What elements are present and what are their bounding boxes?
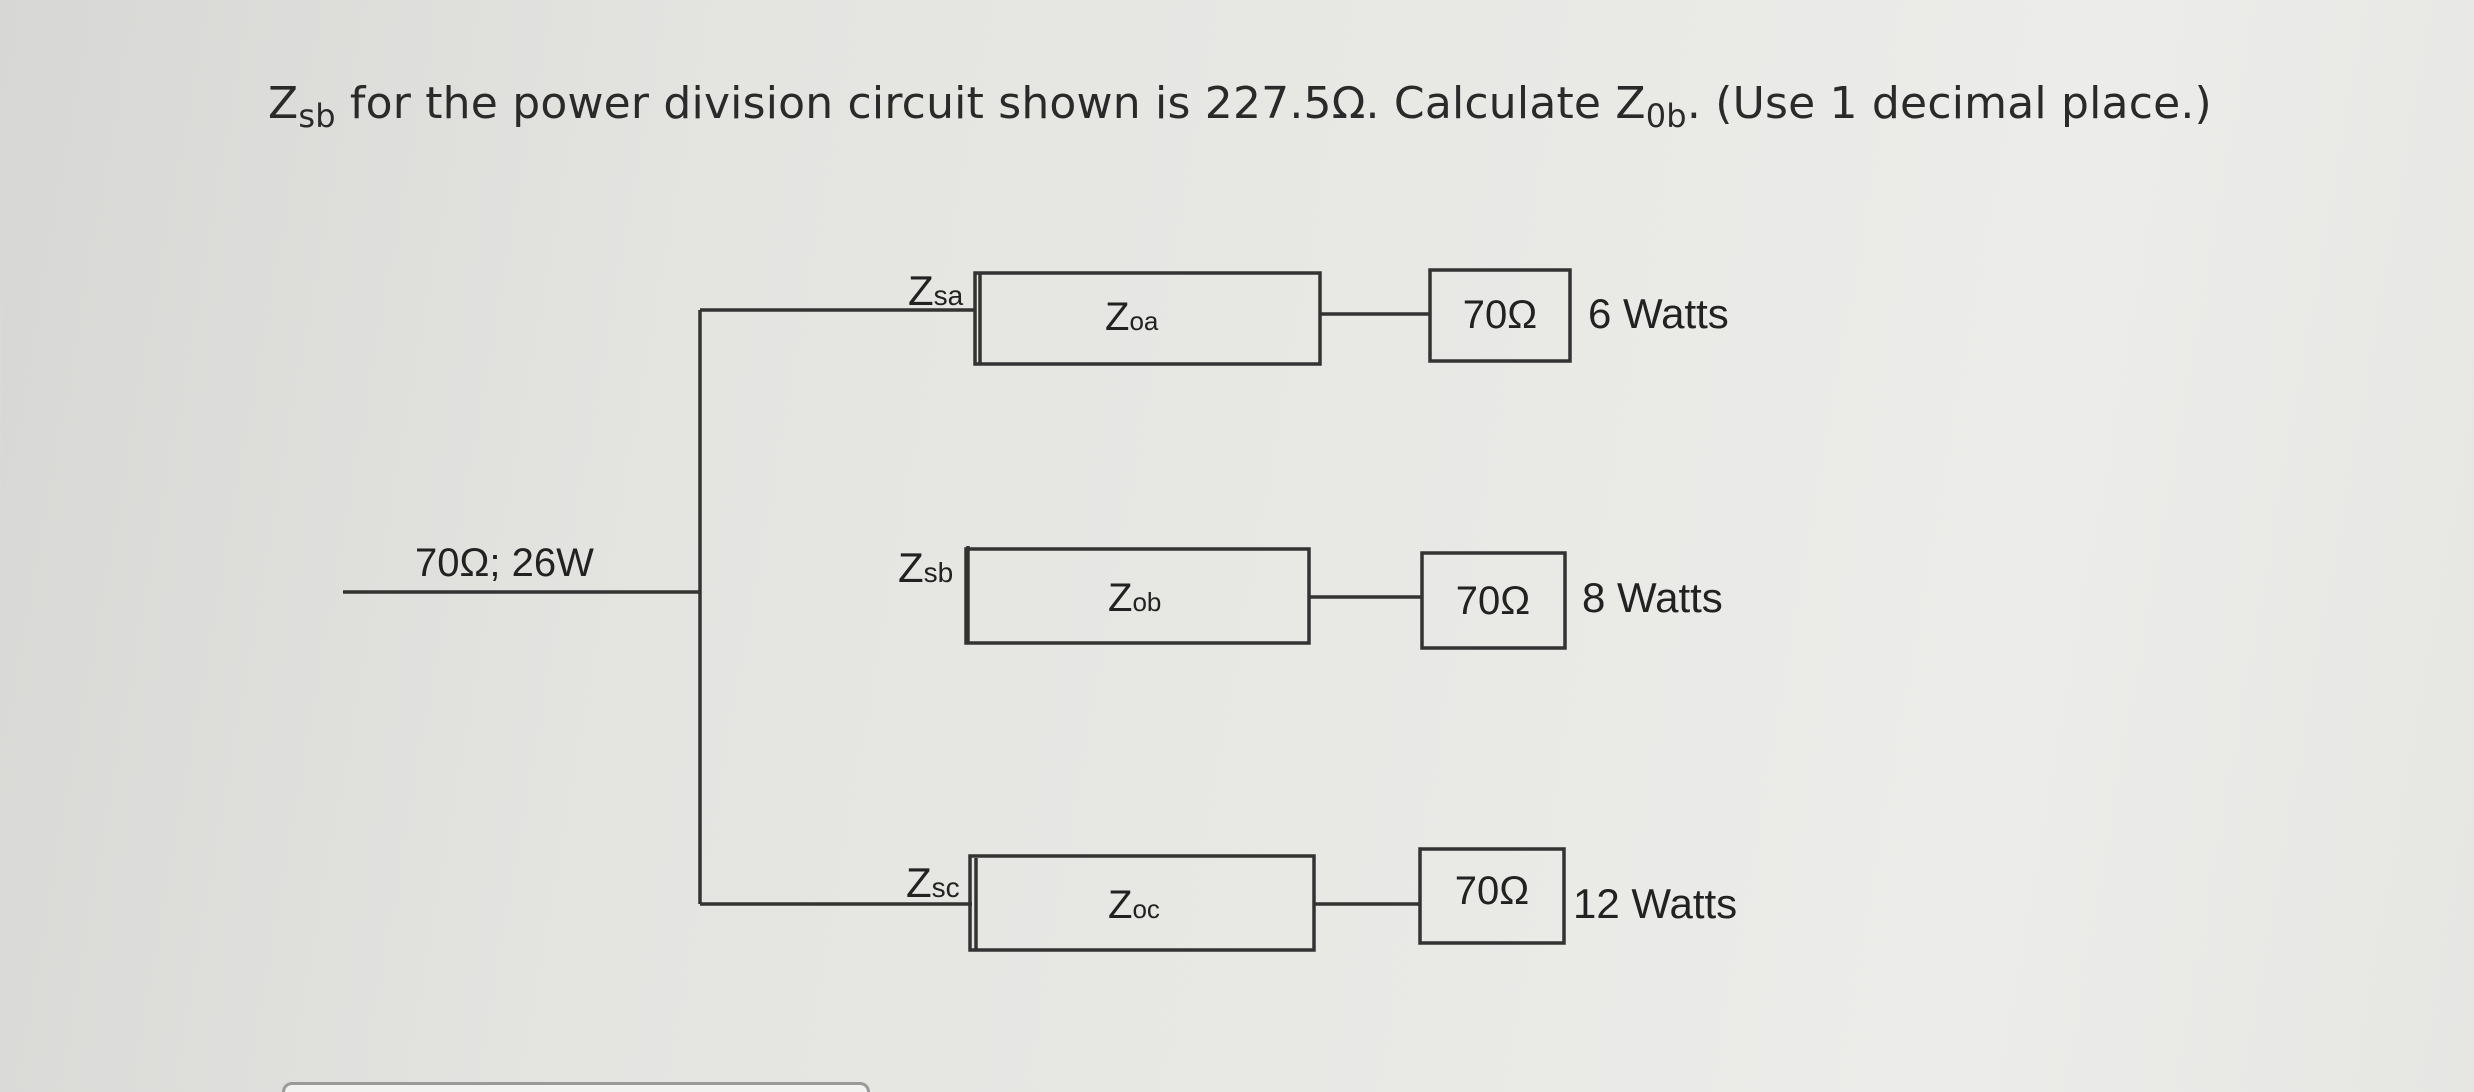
branch-a-transformer-box: [973, 271, 1322, 366]
zsb-symbol: Zsb: [268, 78, 336, 135]
branch-b-power-label: 8 Watts: [1582, 574, 1723, 621]
question-text-part2: . (Use 1 decimal place.): [1686, 78, 2212, 129]
answer-input-box[interactable]: [282, 1082, 870, 1092]
source-label: 70Ω; 26W: [415, 541, 594, 585]
branch-a-series-label: Zsa: [908, 267, 964, 314]
branch-c-transformer-label: Zoc: [1108, 883, 1160, 927]
branch-a-load-box: [1428, 268, 1572, 363]
question-text: Zsb for the power division circuit shown…: [268, 78, 2212, 135]
question-text-part1: for the power division circuit shown is …: [335, 78, 1616, 129]
branch-c-load-box: [1418, 847, 1566, 945]
branch-c-power-label: 12 Watts: [1573, 880, 1737, 927]
branch-c-load-label: 70Ω: [1455, 869, 1529, 913]
branch-b-load-box: [1420, 551, 1567, 650]
branch-b-series-label: Zsb: [898, 544, 953, 591]
zob-symbol: Z0b: [1615, 78, 1687, 135]
branch-b-load-label: 70Ω: [1456, 579, 1530, 623]
branch-c-series-label: Zsc: [906, 859, 960, 906]
branch-a-power-label: 6 Watts: [1588, 290, 1729, 337]
branch-a-load-label: 70Ω: [1463, 293, 1537, 337]
branch-b-transformer-label: Zob: [1108, 576, 1161, 620]
branch-a-transformer-label: Zoa: [1105, 295, 1159, 339]
